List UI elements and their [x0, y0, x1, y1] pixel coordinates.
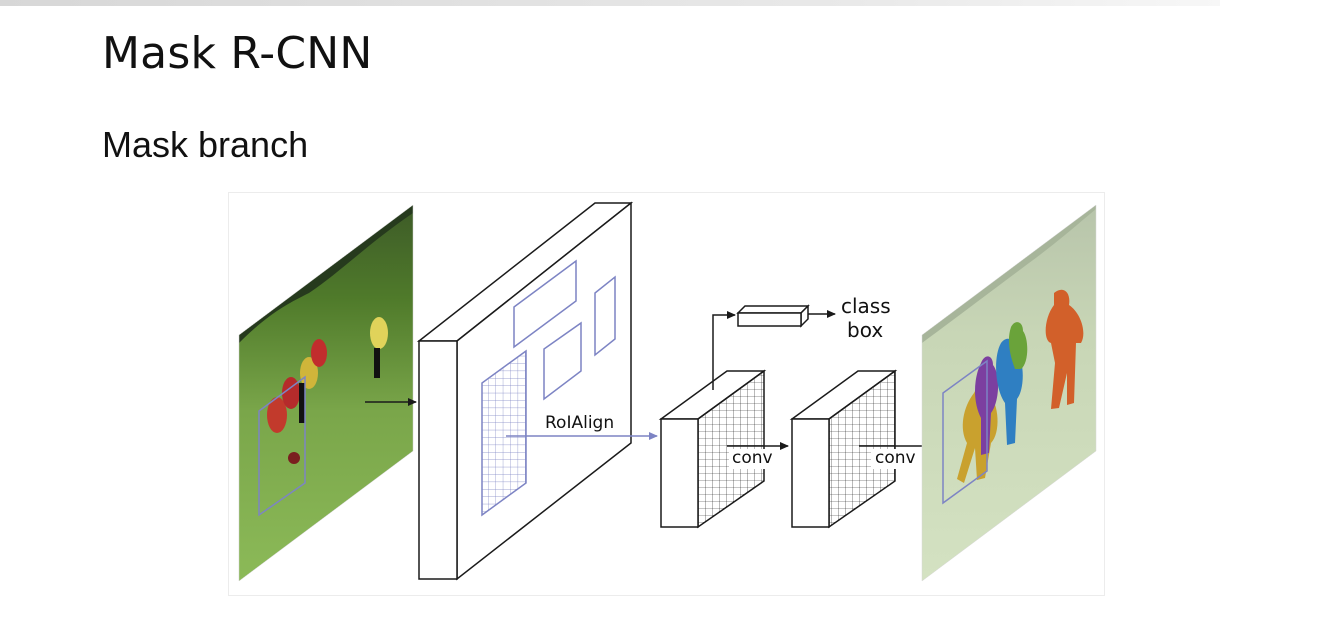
output-mask-image	[922, 205, 1096, 581]
slide-title: Mask R-CNN	[102, 28, 373, 79]
box-label: box	[847, 318, 883, 342]
conv-label-1: conv	[732, 448, 773, 468]
roi-feature-cuboid-2	[789, 369, 898, 529]
mask-person-orange	[1045, 289, 1084, 409]
mask-rcnn-diagram: RoIAlign class box conv conv	[228, 192, 1105, 596]
input-image	[239, 205, 413, 581]
diagram-canvas: RoIAlign class box conv conv	[238, 201, 1097, 582]
mask-person-green	[1008, 322, 1028, 369]
class-box-branch-arrow	[712, 311, 736, 390]
roi-grid	[481, 349, 527, 517]
class-label: class	[841, 294, 891, 318]
region-proposals	[513, 259, 616, 401]
roi-box-input	[258, 375, 306, 517]
roi-box-output	[942, 359, 988, 505]
fc-layer-box	[736, 304, 810, 328]
conv-label-2: conv	[875, 448, 916, 468]
slide-subtitle: Mask branch	[102, 124, 309, 165]
roialign-label: RoIAlign	[545, 413, 614, 433]
top-rule	[0, 0, 1220, 6]
